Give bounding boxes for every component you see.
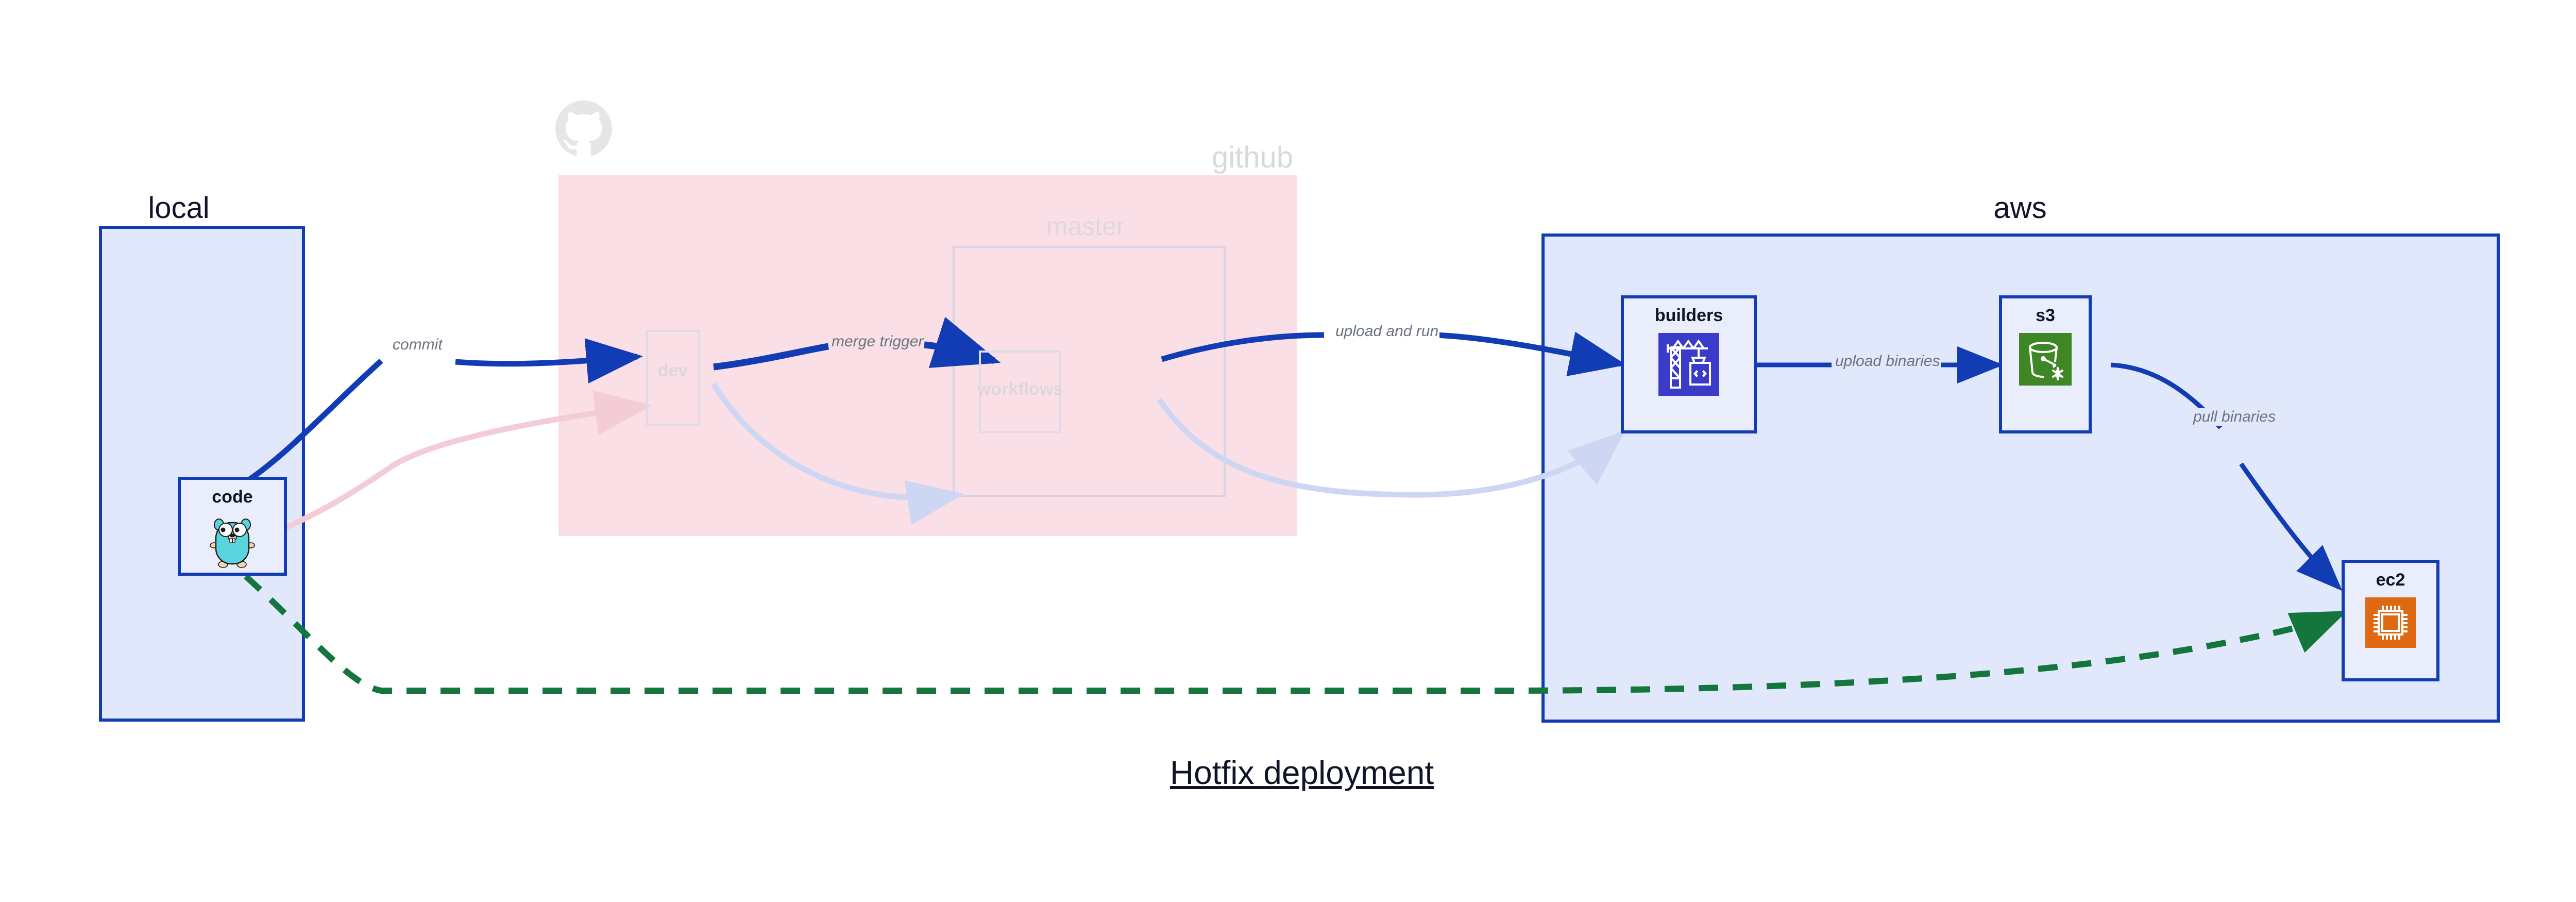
zone-label-local: local xyxy=(148,191,210,225)
edge-label-upload-and-run: upload and run xyxy=(1334,323,1440,340)
edge-label-pull-binaries: pull binaries xyxy=(2192,408,2277,426)
edge-label-merge-trigger: merge trigger xyxy=(831,333,925,350)
zone-label-aws: aws xyxy=(1993,191,2047,225)
node-workflows-label: workflows xyxy=(977,379,1063,399)
subzone-label-master: master xyxy=(1046,212,1125,241)
go-gopher-icon xyxy=(209,514,256,568)
node-workflows[interactable]: workflows xyxy=(977,350,1063,433)
node-builders-label: builders xyxy=(1654,306,1723,325)
node-s3-label: s3 xyxy=(2036,306,2055,325)
node-dev-label: dev xyxy=(657,361,688,380)
subzone-master xyxy=(953,246,1226,497)
github-octocat-icon xyxy=(555,101,612,160)
zone-label-github: github xyxy=(1211,141,1294,174)
aws-ec2-chip-icon xyxy=(2365,597,2416,648)
node-code-label: code xyxy=(212,487,253,507)
node-code[interactable]: code xyxy=(178,477,287,576)
node-ec2-label: ec2 xyxy=(2376,570,2405,590)
zone-local xyxy=(99,226,305,722)
node-s3[interactable]: s3 xyxy=(1999,295,2092,433)
edge-label-upload-binaries: upload binaries xyxy=(1834,353,1941,370)
node-ec2[interactable]: ec2 xyxy=(2342,560,2439,681)
edge-label-commit: commit xyxy=(392,336,444,354)
node-builders[interactable]: builders xyxy=(1621,295,1757,433)
aws-codebuild-icon xyxy=(1658,333,1719,396)
diagram-title: Hotfix deployment xyxy=(1170,754,1434,791)
aws-s3-bucket-icon xyxy=(2019,333,2072,386)
node-dev[interactable]: dev xyxy=(646,330,700,426)
